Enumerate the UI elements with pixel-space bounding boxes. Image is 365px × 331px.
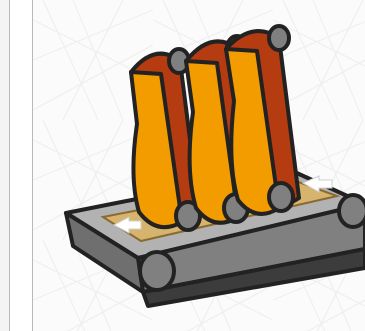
conveyor-sanding-illustration: [33, 0, 365, 331]
front-roller-icon: [140, 252, 174, 290]
illustration-panel: [32, 0, 365, 331]
roller-icon: [269, 26, 289, 50]
roller-icon: [269, 183, 293, 211]
left-panel-strip: [0, 0, 10, 331]
back-roller-icon: [339, 195, 365, 227]
